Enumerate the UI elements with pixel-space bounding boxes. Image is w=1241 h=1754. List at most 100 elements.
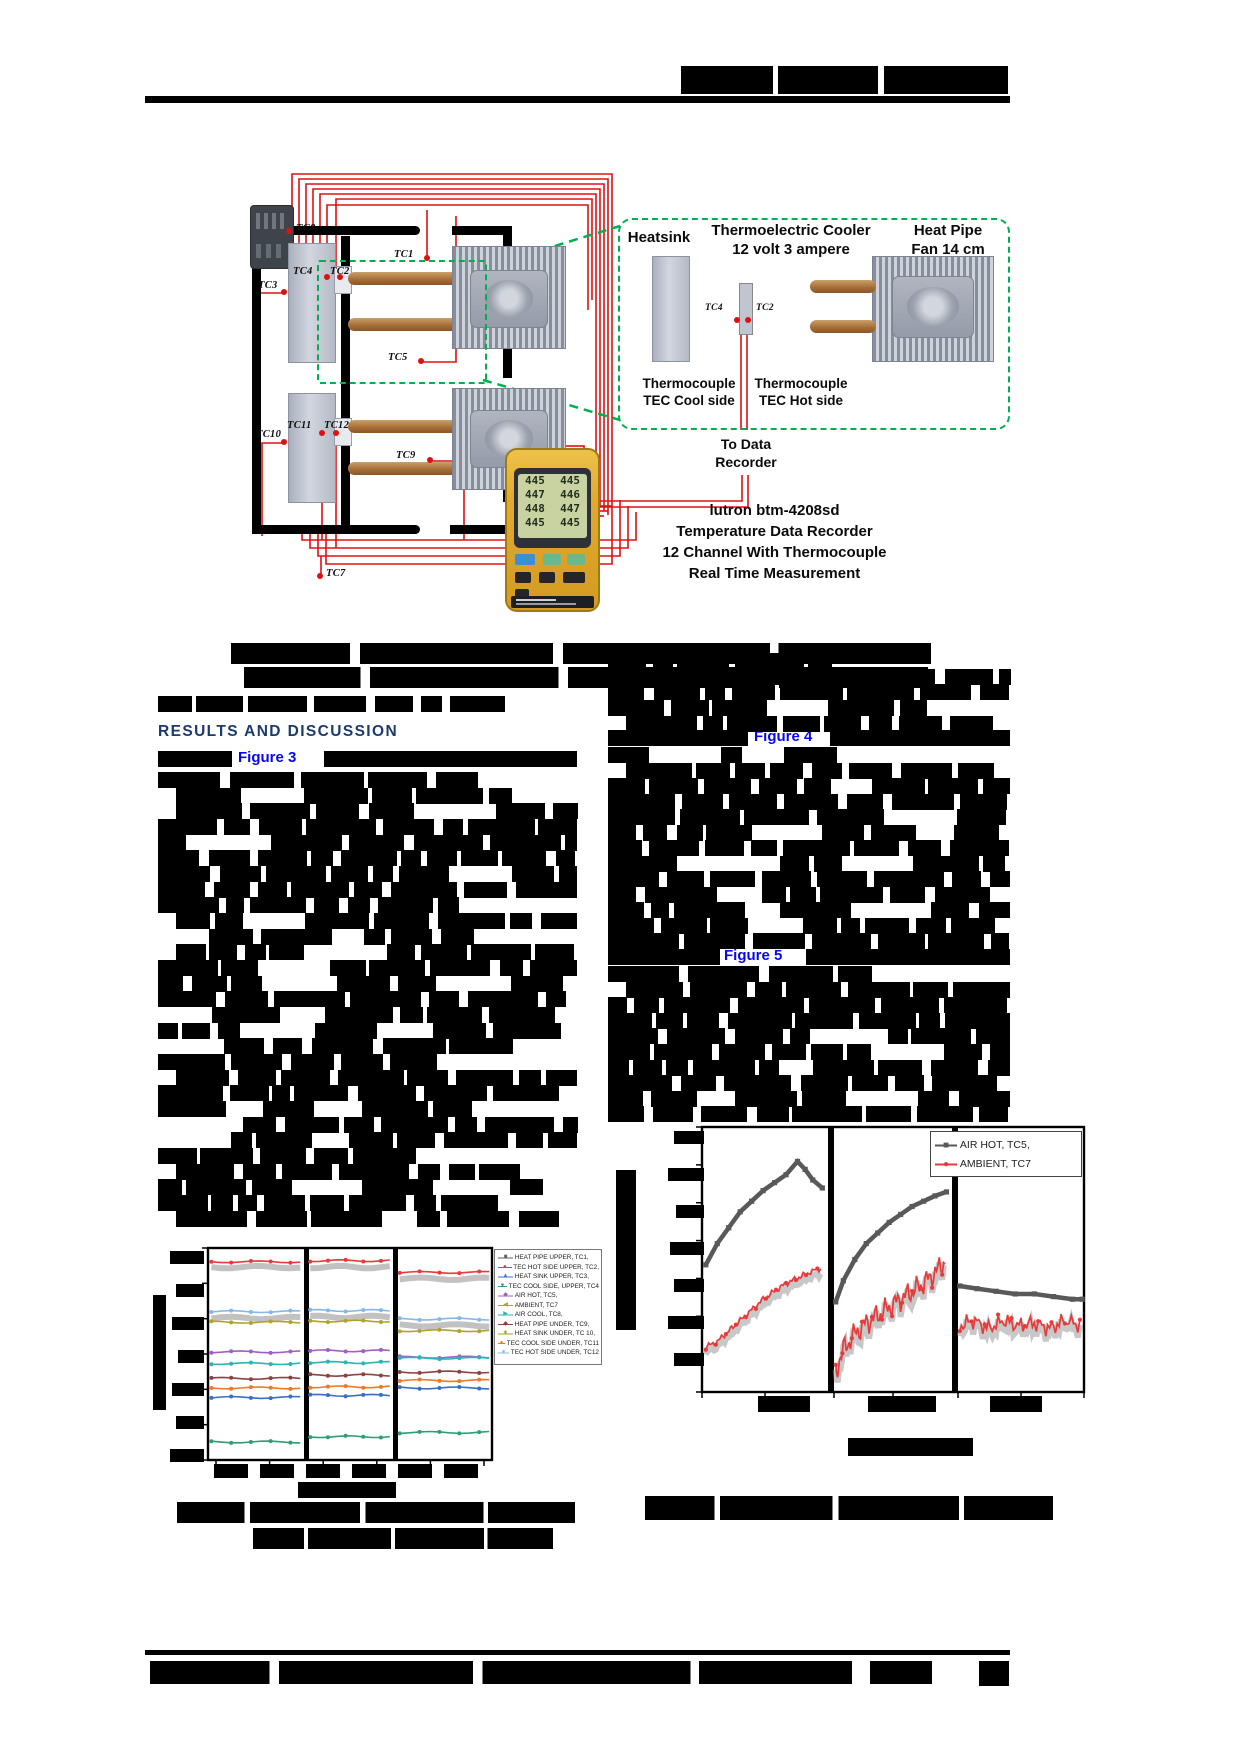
redaction-segment	[780, 855, 809, 872]
redaction-segment	[548, 1132, 577, 1149]
recorder-brand-strip	[511, 596, 594, 608]
recorder-button[interactable]	[563, 572, 585, 583]
redaction-segment	[330, 959, 366, 976]
recorder-button[interactable]	[567, 554, 585, 565]
redaction-segment	[784, 793, 838, 810]
redaction-segment	[696, 762, 730, 779]
redaction-segment	[349, 1194, 406, 1211]
redaction-segment	[256, 1210, 307, 1227]
axis-redaction-bar	[670, 1242, 704, 1255]
header-redaction-bar	[681, 66, 773, 94]
redacted-text-line	[158, 834, 577, 851]
redaction-segment	[461, 850, 498, 867]
redaction-segment	[358, 1085, 416, 1102]
redaction-segment	[200, 1147, 253, 1164]
tc-label-tc9: TC9	[396, 450, 416, 461]
redaction-segment	[824, 715, 861, 732]
thermocouple-dot	[418, 358, 424, 364]
figure4-reference[interactable]: Figure 4	[754, 728, 813, 745]
thermocouple-dot	[424, 255, 430, 261]
redaction-segment	[176, 944, 206, 961]
redaction-segment	[516, 1132, 543, 1149]
redaction-segment	[608, 1106, 644, 1123]
redaction-segment	[220, 866, 261, 882]
figure1-caption-redacted	[244, 667, 928, 688]
redaction-segment	[259, 819, 302, 835]
redaction-segment	[654, 684, 700, 701]
legend-label: TEC COOL SIDE, UPPER, TC4	[507, 1282, 599, 1290]
tc-label-tc10: TC10	[256, 429, 282, 440]
redaction-segment	[626, 981, 683, 998]
redaction-segment	[369, 803, 414, 820]
redaction-segment	[865, 917, 909, 934]
redaction-segment	[695, 668, 756, 685]
redaction-segment	[479, 1163, 520, 1180]
figure3-reference[interactable]: Figure 3	[238, 749, 297, 766]
redaction-segment	[158, 881, 205, 898]
redaction-segment	[339, 1163, 409, 1180]
legend-entry: ▼ TEC COOL SIDE, UPPER, TC4	[498, 1281, 599, 1292]
redaction-segment	[762, 871, 811, 887]
enclosure-line	[452, 226, 512, 235]
redaction-segment	[661, 917, 707, 934]
redaction-segment	[916, 917, 946, 934]
header-redaction-bar	[884, 66, 1008, 94]
redaction-segment	[221, 959, 258, 976]
redaction-segment	[250, 897, 306, 914]
lcd-value: 447	[525, 488, 545, 501]
redaction-segment	[608, 1044, 650, 1060]
redaction-segment	[243, 1163, 276, 1180]
redacted-text-line	[608, 855, 1010, 872]
redaction-segment	[248, 696, 307, 712]
redaction-segment	[999, 668, 1011, 685]
redaction-segment	[704, 778, 751, 794]
redaction-segment	[684, 933, 745, 949]
redaction-segment	[261, 928, 332, 945]
redaction-segment	[230, 1085, 269, 1102]
redaction-segment	[390, 1053, 437, 1070]
diamond-marker-icon: ◆	[498, 1291, 513, 1301]
redaction-bar	[608, 730, 748, 746]
redaction-segment	[304, 787, 368, 804]
redaction-segment	[656, 1012, 683, 1029]
redaction-segment	[182, 1022, 210, 1039]
redaction-segment	[932, 1075, 997, 1092]
redaction-segment	[260, 1147, 306, 1164]
redaction-segment	[158, 1179, 182, 1196]
redaction-segment	[218, 1022, 240, 1039]
recorder-button[interactable]	[515, 589, 529, 599]
redacted-text-line	[158, 1053, 577, 1070]
redaction-segment	[813, 1059, 874, 1076]
divider-wall	[341, 292, 350, 420]
redaction-segment	[759, 778, 797, 794]
redaction-segment	[421, 944, 467, 961]
redaction-segment	[822, 824, 864, 841]
legend-entry: ● TEC HOT SIDE UPPER, TC2,	[498, 1262, 599, 1273]
redaction-segment	[928, 933, 984, 949]
redaction-segment	[792, 1106, 862, 1123]
recorder-button[interactable]	[515, 554, 535, 565]
recorder-button[interactable]	[543, 554, 561, 565]
redaction-segment	[519, 1210, 559, 1227]
figure5-reference[interactable]: Figure 5	[724, 947, 783, 964]
redaction-segment	[238, 1069, 276, 1086]
redaction-segment	[681, 1075, 716, 1092]
redaction-segment	[427, 850, 457, 867]
redaction-segment	[759, 1059, 779, 1076]
redaction-segment	[608, 809, 675, 825]
redaction-segment	[258, 881, 287, 898]
redaction-segment	[186, 1179, 246, 1196]
redaction-segment	[381, 1116, 448, 1133]
redaction-segment	[516, 881, 577, 898]
legend-label: HEAT PIPE UNDER, TC9,	[513, 1320, 590, 1328]
inset-tc-label-tc2: TC2	[756, 303, 774, 313]
redaction-segment	[258, 850, 307, 867]
legend-label: HEAT SINK UNDER, TC 10,	[513, 1330, 596, 1338]
redaction-segment	[838, 966, 872, 982]
recorder-button[interactable]	[515, 572, 531, 583]
redaction-segment	[427, 1006, 482, 1023]
redaction-segment	[291, 881, 349, 898]
redaction-segment	[192, 975, 227, 992]
recorder-button[interactable]	[539, 572, 555, 583]
